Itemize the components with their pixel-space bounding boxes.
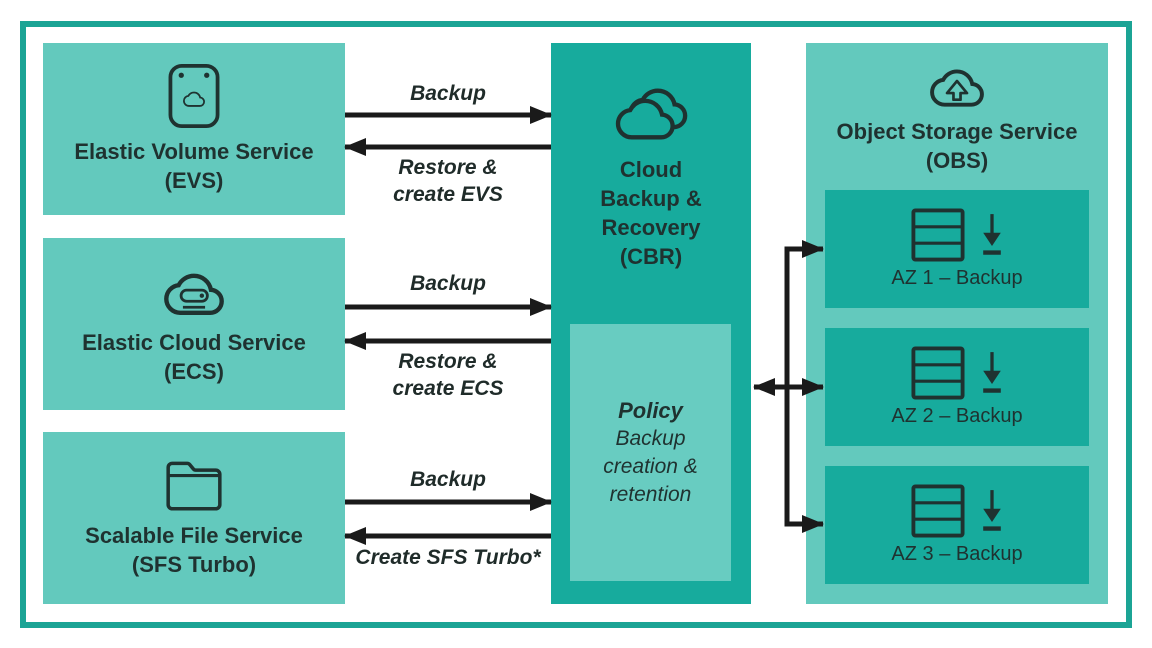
obs-abbr: (OBS) <box>925 148 989 173</box>
sfs-create-label: Create SFS Turbo* <box>345 544 551 571</box>
policy-line: Backup <box>615 426 686 450</box>
ecs-title-line: Elastic Cloud Service <box>82 330 306 355</box>
obs-box: Object Storage Service (OBS) AZ 1 – Back… <box>806 43 1108 604</box>
server-stack-icon <box>911 346 965 400</box>
volume-device-icon <box>168 63 220 129</box>
policy-box: Policy Backup creation & retention <box>570 324 731 581</box>
policy-line: retention <box>609 482 692 506</box>
az1-backup-box: AZ 1 – Backup <box>825 190 1089 308</box>
evs-title: Elastic Volume Service (EVS) <box>74 137 313 195</box>
policy-text: Backup creation & retention <box>603 425 698 509</box>
folder-icon <box>166 461 222 511</box>
evs-restore-label: Restore & create EVS <box>345 154 551 208</box>
az3-backup-box: AZ 3 – Backup <box>825 466 1089 584</box>
cbr-title-line: Cloud <box>619 157 683 182</box>
policy-heading: Policy <box>618 397 683 423</box>
download-icon <box>983 214 1001 255</box>
obs-title-line: Object Storage Service <box>836 119 1078 144</box>
cbr-box: Cloud Backup & Recovery (CBR) Policy Bac… <box>551 43 751 604</box>
diagram-frame <box>20 21 1132 628</box>
sfs-backup-label: Backup <box>410 468 486 491</box>
ecs-abbr: (ECS) <box>164 359 224 384</box>
ecs-box: Elastic Cloud Service (ECS) <box>43 238 345 410</box>
double-cloud-icon <box>615 88 688 140</box>
policy-line: creation & <box>603 454 698 478</box>
az3-label: AZ 3 – Backup <box>891 543 1023 565</box>
download-icon <box>983 352 1001 393</box>
cloud-upload-icon <box>930 69 984 107</box>
ecs-backup-label: Backup <box>410 272 486 295</box>
sfs-box: Scalable File Service (SFS Turbo) <box>43 432 345 604</box>
az3-icons <box>911 484 1003 538</box>
server-stack-icon <box>911 208 965 262</box>
download-icon <box>983 490 1001 531</box>
cbr-abbr: (CBR) <box>619 244 683 269</box>
az2-icons <box>911 346 1003 400</box>
evs-title-line: Elastic Volume Service <box>74 139 314 164</box>
evs-restore-line2: create EVS <box>393 183 503 206</box>
cbr-title-line: Backup & <box>600 186 702 211</box>
az2-backup-box: AZ 2 – Backup <box>825 328 1089 446</box>
ecs-restore-line2: create ECS <box>392 377 504 400</box>
evs-abbr: (EVS) <box>164 168 224 193</box>
sfs-title-line: Scalable File Service <box>85 523 303 548</box>
ecs-restore-label: Restore & create ECS <box>345 348 551 402</box>
sfs-create-line1: Create SFS Turbo* <box>355 546 541 569</box>
server-stack-icon <box>911 484 965 538</box>
az2-label: AZ 2 – Backup <box>891 405 1023 427</box>
az1-label: AZ 1 – Backup <box>891 267 1023 289</box>
sfs-abbr: (SFS Turbo) <box>131 552 257 577</box>
cloud-server-icon <box>164 273 224 315</box>
sfs-title: Scalable File Service (SFS Turbo) <box>85 521 303 579</box>
ecs-restore-line1: Restore & <box>398 350 498 373</box>
cbr-title-line: Recovery <box>601 215 701 240</box>
cbr-title: Cloud Backup & Recovery (CBR) <box>600 155 701 271</box>
evs-box: Elastic Volume Service (EVS) <box>43 43 345 215</box>
obs-title: Object Storage Service (OBS) <box>837 117 1078 175</box>
az1-icons <box>911 208 1003 262</box>
evs-restore-line1: Restore & <box>398 156 498 179</box>
ecs-title: Elastic Cloud Service (ECS) <box>82 328 306 386</box>
evs-backup-label: Backup <box>410 82 486 105</box>
